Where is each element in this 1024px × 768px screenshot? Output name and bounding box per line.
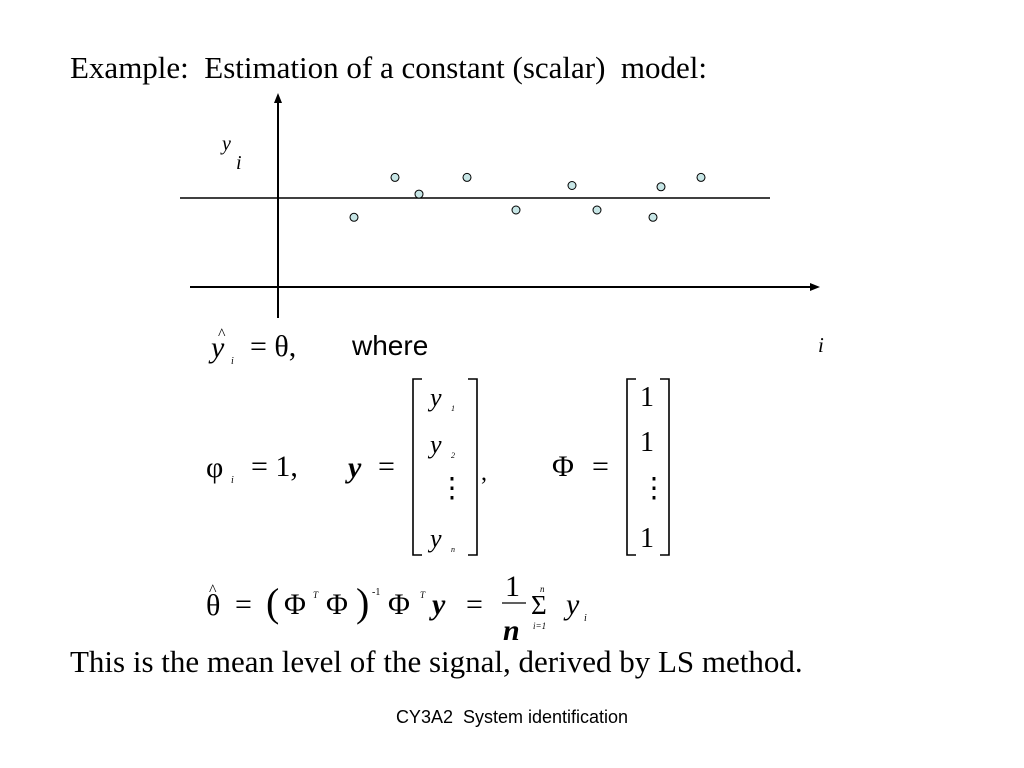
y-vector-entry-subscript: 1 xyxy=(451,404,455,413)
x-axis-label: i xyxy=(818,333,824,357)
theta-hat-accent: ^ xyxy=(209,582,217,599)
solution-equals: = xyxy=(235,588,252,621)
y-hat-symbol: y xyxy=(208,331,225,364)
y-vector-entry-subscript: 2 xyxy=(451,451,455,460)
close-paren: ) xyxy=(356,580,369,625)
Phi-vector-entries: 1 1 ⋮ 1 xyxy=(640,382,668,554)
data-point xyxy=(462,172,472,182)
ls-solution-equation: θ ^ = ( Φ T Φ ) -1 Φ T y = 1 n n Σ i=1 y… xyxy=(206,570,587,647)
sum-term-y: y xyxy=(563,588,580,621)
sum-symbol: Σ xyxy=(531,590,547,620)
fraction-numerator: 1 xyxy=(505,570,520,603)
Phi-vector-left-bracket xyxy=(626,378,636,556)
Phi-1: Φ xyxy=(284,588,306,621)
data-point xyxy=(414,189,424,199)
sum-term-subscript: i xyxy=(584,613,587,624)
scatter-plot: y i i xyxy=(180,93,824,357)
Phi-vector-entry: 1 xyxy=(640,427,654,458)
data-point xyxy=(567,181,577,190)
sum-upper-limit: n xyxy=(540,584,545,594)
y-axis-arrowhead xyxy=(274,93,282,103)
y-vector-entry: y xyxy=(427,430,442,459)
y-hat-subscript: i xyxy=(231,356,234,367)
data-point xyxy=(648,212,658,222)
Phi-vector-entry: 1 xyxy=(640,382,654,413)
sum-lower-limit: i=1 xyxy=(533,621,546,631)
solution-equals-2: = xyxy=(466,588,483,621)
hat-accent: ^ xyxy=(218,326,226,343)
conclusion-text: This is the mean level of the signal, de… xyxy=(70,644,803,679)
Phi-matrix-equals: = xyxy=(592,450,609,483)
data-point xyxy=(656,182,666,192)
transpose-2: T xyxy=(420,590,426,600)
y-axis-label: y xyxy=(220,133,231,155)
Phi-vector-right-bracket xyxy=(660,378,670,556)
Phi-2: Φ xyxy=(326,588,348,621)
where-label: where xyxy=(351,330,428,361)
y-vector-left-bracket xyxy=(412,378,422,556)
y-vector-equals: = xyxy=(378,450,395,483)
theta-hat-symbol: θ xyxy=(206,589,220,622)
y-vector-entry: y xyxy=(427,383,442,412)
y-vector-symbol: y xyxy=(345,451,362,484)
y-vector-right-bracket xyxy=(468,378,478,556)
transpose-1: T xyxy=(313,590,319,600)
y-vector-bold: y xyxy=(429,588,446,621)
slide-title: Example: Estimation of a constant (scala… xyxy=(70,50,708,85)
phi-rhs: = 1, xyxy=(251,450,298,483)
y-vector-comma: , xyxy=(481,460,487,486)
y-vector-entry: y xyxy=(427,524,442,553)
inverse-exponent: -1 xyxy=(372,587,380,598)
data-point xyxy=(390,172,400,182)
data-point xyxy=(592,205,602,215)
y-vector-ellipsis: ⋮ xyxy=(438,473,466,504)
Phi-3: Φ xyxy=(388,588,410,621)
Phi-matrix-symbol: Φ xyxy=(552,450,574,483)
data-point xyxy=(696,172,706,182)
Phi-vector-entry: 1 xyxy=(640,523,654,554)
slide-footer: CY3A2 System identification xyxy=(395,707,629,727)
data-point xyxy=(511,205,521,215)
Phi-vector-ellipsis: ⋮ xyxy=(640,473,668,504)
phi-subscript: i xyxy=(231,475,234,486)
y-axis-label-subscript: i xyxy=(236,152,242,174)
estimate-equation: y ^ i = θ, where xyxy=(208,326,428,367)
open-paren: ( xyxy=(266,580,279,625)
x-axis-arrowhead xyxy=(810,283,820,291)
data-points xyxy=(349,172,706,222)
y-vector-entry-subscript: n xyxy=(451,545,455,554)
data-point xyxy=(349,212,359,222)
estimate-rhs: = θ, xyxy=(250,330,296,363)
phi-symbol: φ xyxy=(206,451,223,484)
fraction-denominator: n xyxy=(503,614,520,647)
